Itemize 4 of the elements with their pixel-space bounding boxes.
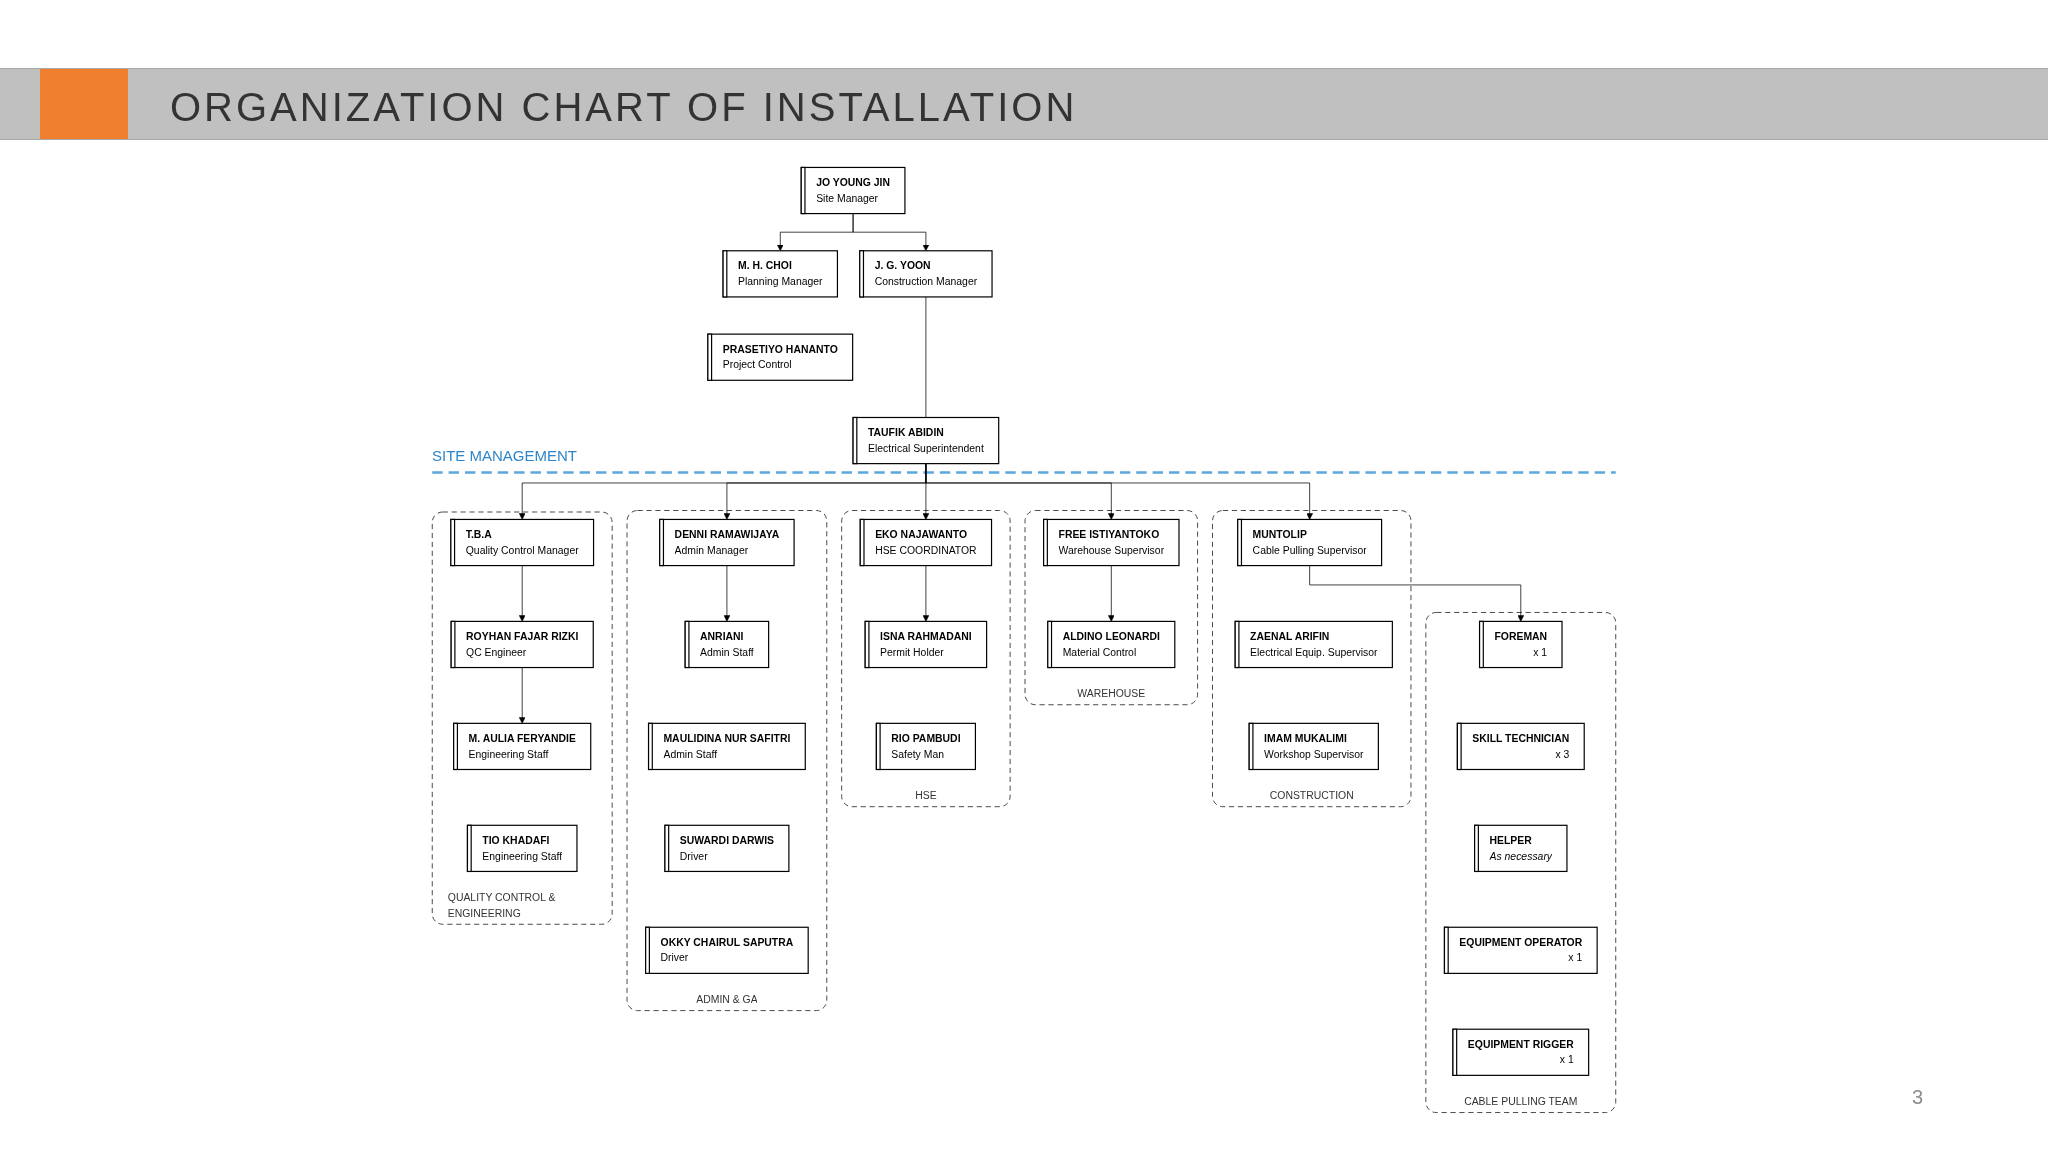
page-title: ORGANIZATION CHART OF INSTALLATION: [170, 85, 1078, 130]
section-label: SITE MANAGEMENT: [432, 447, 577, 464]
page-number: 3: [1912, 1086, 1924, 1109]
connector: [925, 296, 927, 418]
